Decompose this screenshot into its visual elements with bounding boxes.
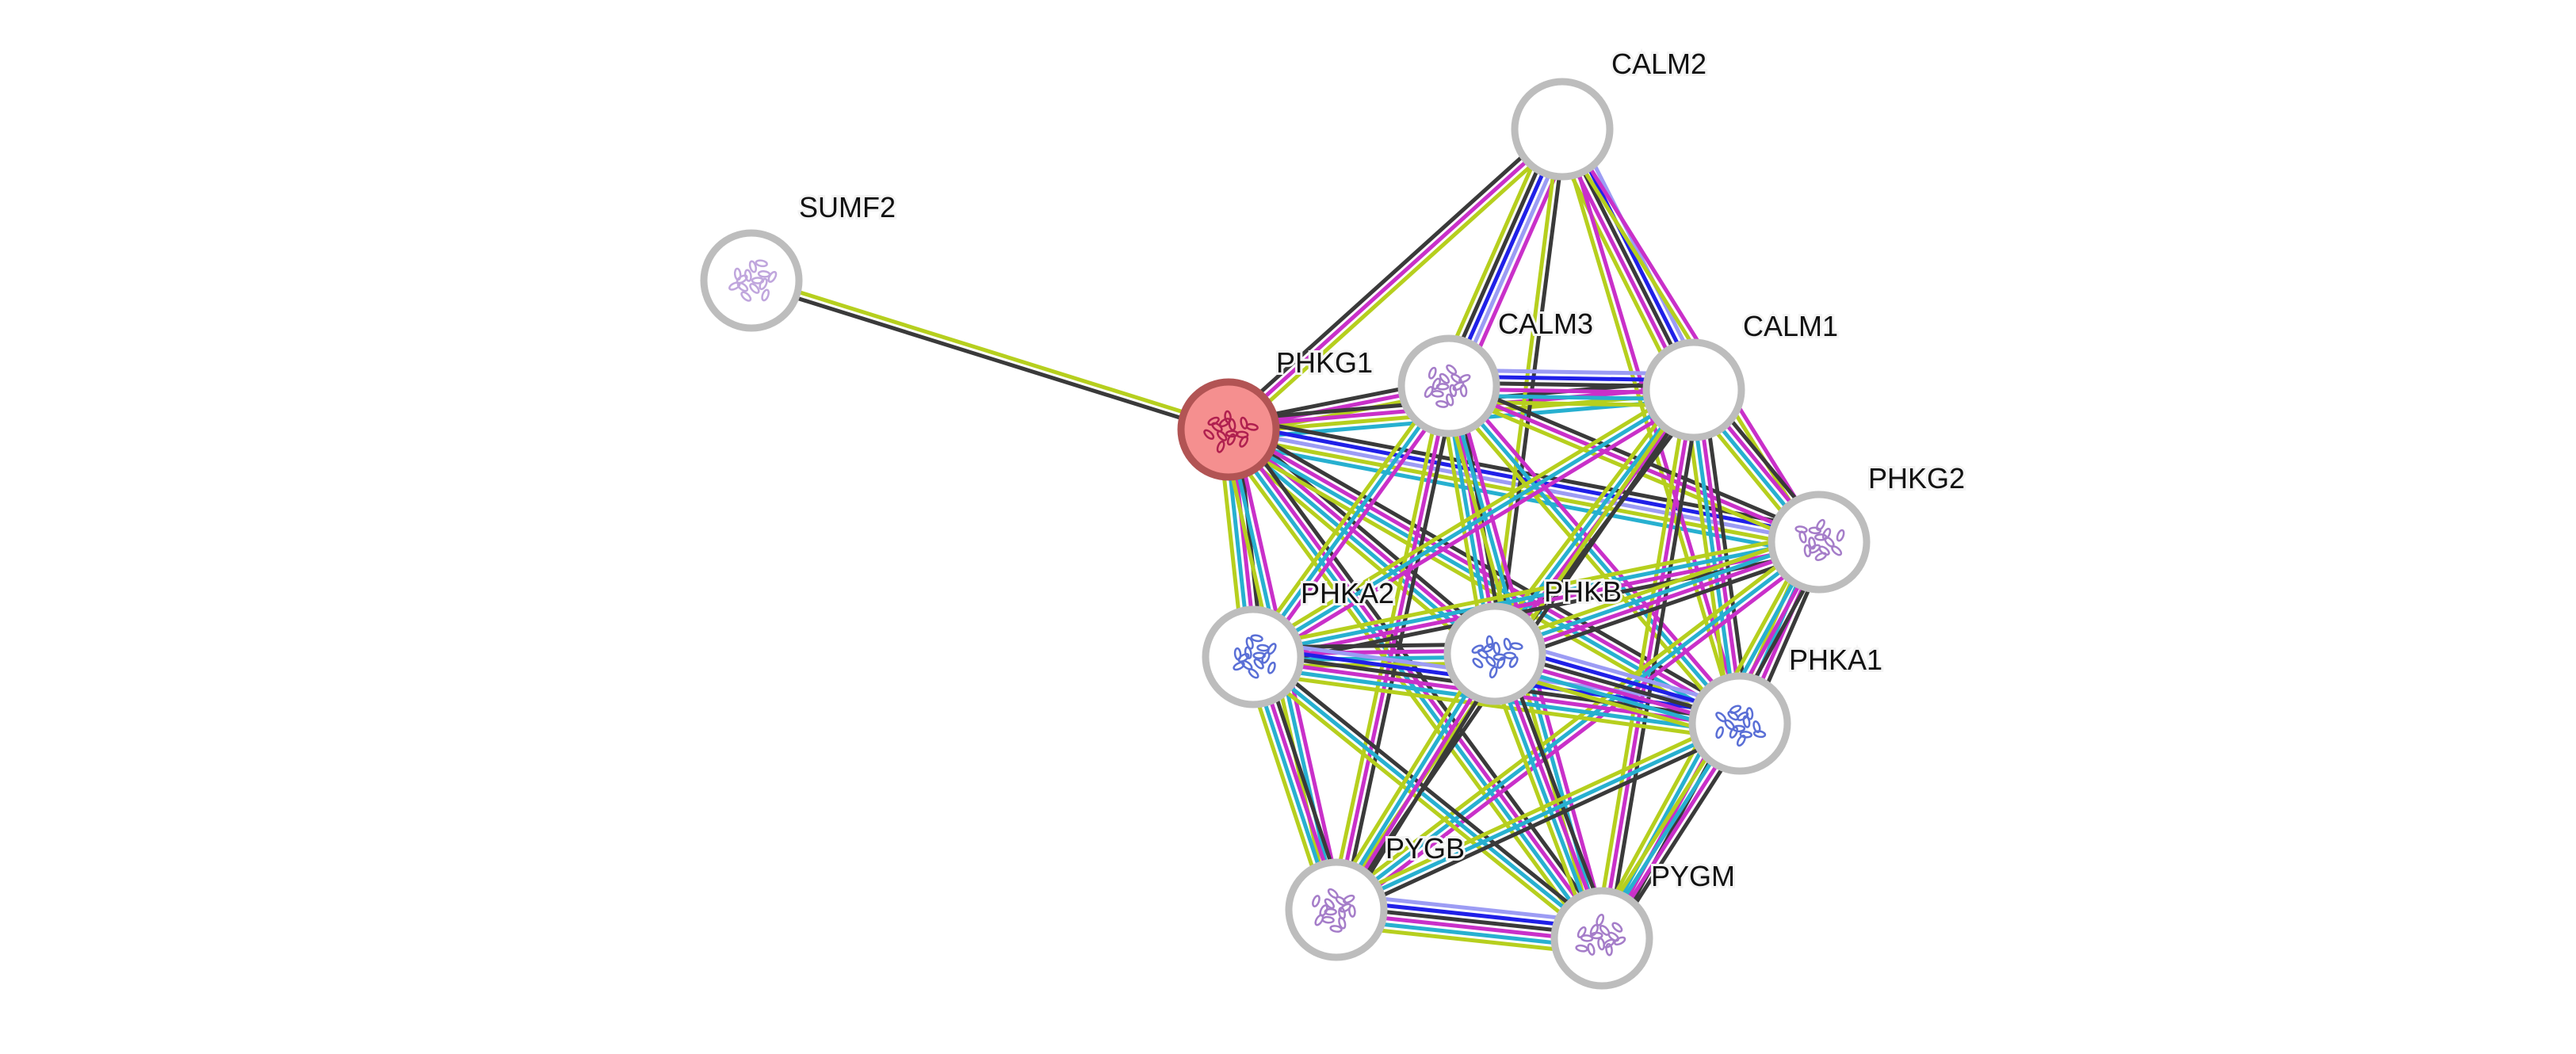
evidence-line [1246, 380, 1446, 655]
evidence-line [1593, 388, 1690, 938]
evidence-line [1252, 655, 1603, 940]
edge-calm1-phka2[interactable] [1248, 383, 1699, 664]
node-label: SUMF2 [799, 191, 896, 223]
protein-structure-icon [1575, 913, 1626, 957]
node-label: PHKG1 [1276, 346, 1373, 379]
protein-structure-icon [1794, 518, 1845, 562]
evidence-line [1447, 384, 1741, 725]
node-phkg2[interactable]: PHKG2 [1768, 460, 1967, 594]
node-label: PHKA1 [1789, 643, 1882, 676]
protein-structure-icon [1424, 364, 1471, 408]
evidence-line [1252, 537, 1819, 656]
protein-structure-icon [1312, 888, 1356, 933]
evidence-line [1495, 543, 1821, 659]
node-label: PHKB [1544, 575, 1622, 608]
evidence-line [1224, 430, 1601, 941]
node-label: PHKG2 [1868, 462, 1965, 495]
evidence-line [1492, 537, 1819, 653]
evidence-line [1497, 548, 1823, 665]
evidence-line [1490, 387, 1693, 654]
evidence-line [1256, 388, 1456, 663]
evidence-line [1443, 388, 1737, 729]
node-label: PYGB [1385, 832, 1465, 865]
edge-phka2-pygm[interactable] [1248, 650, 1607, 945]
node-phka2[interactable]: PHKA2 [1202, 575, 1397, 708]
evidence-line [1248, 660, 1599, 945]
edge-phkg1-calm2[interactable] [1222, 123, 1569, 436]
edge-layer [750, 122, 1830, 957]
evidence-line [1256, 650, 1607, 935]
evidence-line [1222, 123, 1560, 426]
node-label: CALM1 [1743, 310, 1838, 342]
evidence-line [751, 275, 1230, 429]
edge-calm3-phka2[interactable] [1246, 380, 1456, 663]
edge-sumf2-phkg1[interactable] [750, 275, 1230, 435]
evidence-line [1331, 535, 1817, 907]
edge-calm3-phka1[interactable] [1443, 380, 1746, 729]
node-circle [1285, 858, 1388, 961]
evidence-line [1452, 380, 1746, 721]
evidence-line [1248, 383, 1692, 654]
evidence-line [1335, 721, 1741, 912]
node-circle [1688, 672, 1791, 775]
evidence-line [1695, 389, 1745, 724]
protein-structure-icon [1471, 635, 1523, 679]
node-pygm[interactable]: PYGM [1550, 857, 1737, 990]
evidence-line [1332, 716, 1738, 907]
node-calm2[interactable]: CALM2 [1511, 45, 1709, 181]
evidence-line [1335, 540, 1821, 911]
node-circle [1177, 378, 1280, 481]
node-calm3[interactable]: CALM3 [1397, 305, 1596, 437]
node-circle [1768, 491, 1871, 594]
node-calm1[interactable]: CALM1 [1642, 307, 1840, 441]
node-phkg1[interactable]: PHKG1 [1177, 344, 1375, 481]
evidence-line [1340, 387, 1458, 912]
evidence-line [1339, 545, 1825, 917]
evidence-line [1252, 388, 1695, 659]
evidence-line [1233, 420, 1503, 648]
node-pygb[interactable]: PYGB [1285, 830, 1467, 961]
evidence-line [1334, 385, 1451, 911]
edge-phkg2-pygb[interactable] [1331, 535, 1825, 917]
node-label: PHKA2 [1301, 577, 1394, 609]
evidence-line [1227, 128, 1564, 431]
protein-structure-icon [1233, 634, 1277, 679]
evidence-line [1338, 727, 1744, 918]
evidence-line [1251, 530, 1818, 650]
node-circle [1642, 338, 1745, 441]
node-circle [1511, 78, 1614, 181]
evidence-line [1501, 649, 1613, 936]
evidence-line [1251, 384, 1451, 659]
evidence-line [1231, 132, 1569, 436]
evidence-line [1563, 126, 1824, 542]
node-label: CALM3 [1498, 307, 1593, 340]
evidence-line [1688, 390, 1739, 724]
protein-structure-icon [728, 259, 778, 302]
node-label: PYGM [1651, 860, 1735, 892]
evidence-line [1250, 670, 1738, 742]
protein-structure-icon [1203, 410, 1259, 453]
node-phka1[interactable]: PHKA1 [1688, 641, 1885, 775]
evidence-line [1484, 656, 1596, 943]
node-sumf2[interactable]: SUMF2 [700, 189, 898, 332]
evidence-line [1491, 531, 1817, 647]
node-circle [1443, 602, 1546, 705]
evidence-line [1606, 390, 1703, 940]
evidence-line [750, 281, 1229, 435]
node-label: CALM2 [1611, 48, 1707, 80]
evidence-line [1255, 393, 1699, 664]
edge-phkg2-phkb[interactable] [1491, 531, 1823, 665]
protein-structure-icon [1715, 705, 1767, 747]
node-phkb[interactable]: PHKB [1443, 573, 1624, 705]
edge-phka1-pygb[interactable] [1332, 716, 1744, 918]
